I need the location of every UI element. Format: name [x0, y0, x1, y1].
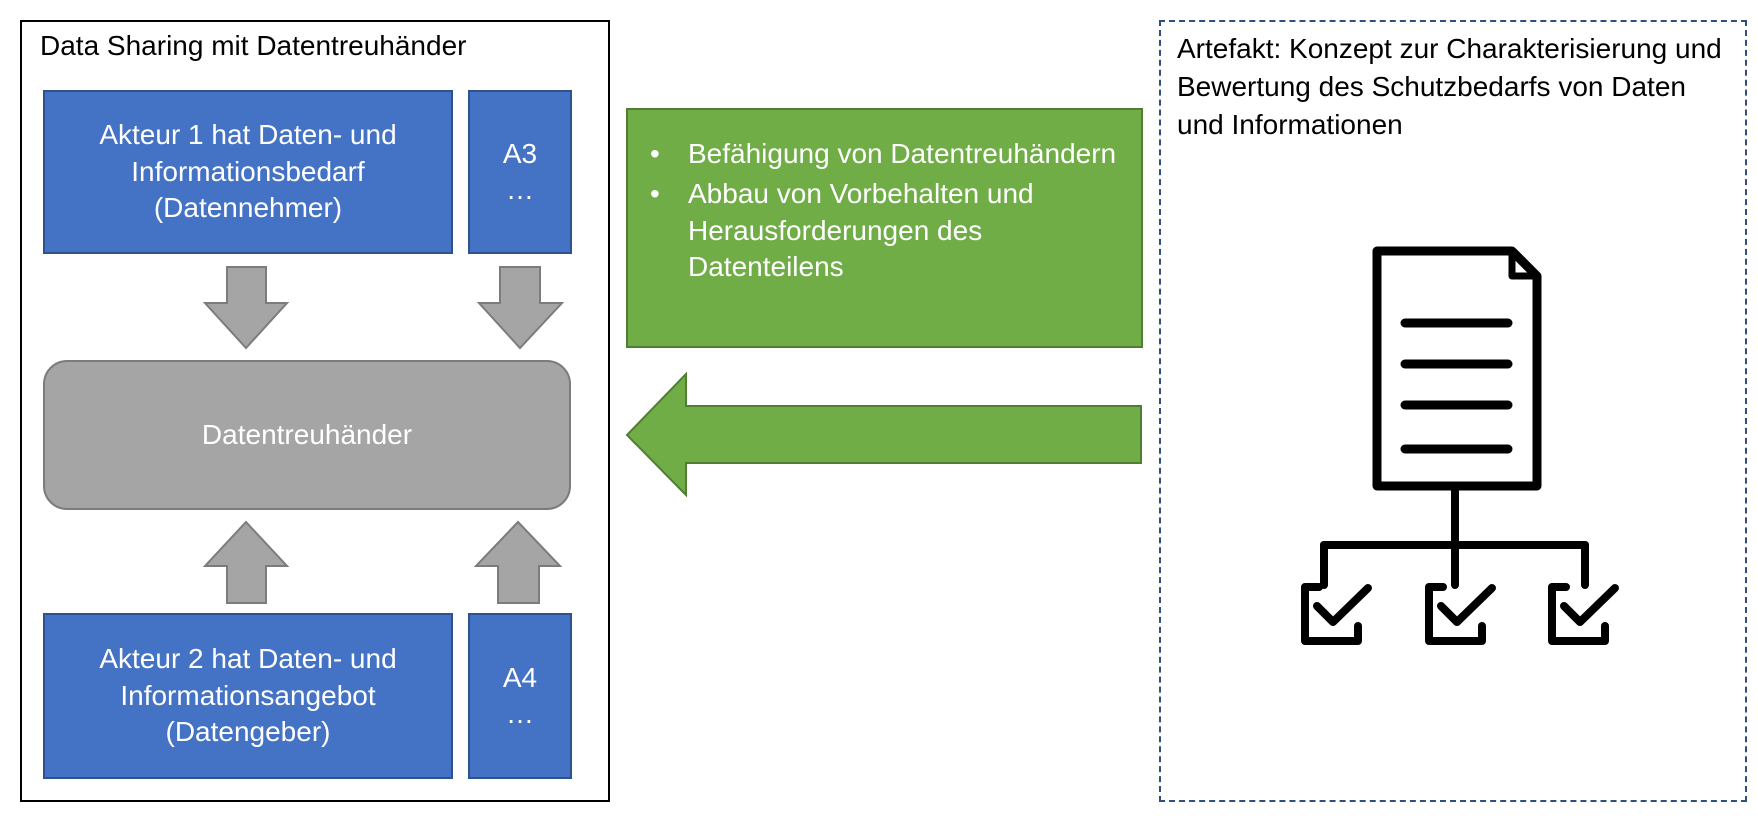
data-sharing-title: Data Sharing mit Datentreuhänder	[40, 30, 467, 61]
benefits-box: • Befähigung von Datentreuhändern • Abba…	[626, 108, 1143, 348]
arrow-up-left	[202, 520, 290, 604]
benefit-item: • Abbau von Vorbehalten und Herausforder…	[648, 176, 1121, 285]
checkbox-icon	[1548, 583, 1619, 645]
akteur-2-box: Akteur 2 hat Daten- und Informationsange…	[43, 613, 453, 779]
a4-box: A4 …	[468, 613, 572, 779]
arrow-up-right	[473, 520, 563, 604]
benefit-item: • Befähigung von Datentreuhändern	[648, 136, 1121, 172]
checkbox-icon	[1301, 583, 1372, 645]
artefakt-title: Artefakt: Konzept zur Charakterisierung …	[1177, 33, 1722, 140]
bullet: •	[650, 178, 660, 210]
akteur-1-box: Akteur 1 hat Daten- und Informationsbeda…	[43, 90, 453, 254]
a3-box: A3 …	[468, 90, 572, 254]
document-hierarchy-icon	[1320, 246, 1589, 589]
arrow-down-right	[476, 266, 565, 350]
benefits-list: • Befähigung von Datentreuhändern • Abba…	[648, 136, 1121, 286]
benefit-text: Abbau von Vorbehalten und Herausforderun…	[688, 178, 1034, 283]
benefit-text: Befähigung von Datentreuhändern	[688, 138, 1117, 169]
arrow-left-green	[625, 371, 1142, 498]
checkbox-icon	[1425, 583, 1496, 645]
arrow-down-left	[202, 266, 290, 350]
bullet: •	[650, 138, 660, 169]
datentreuhaender-label: Datentreuhänder	[201, 419, 413, 450]
datentreuhaender-box: Datentreuhänder	[43, 360, 571, 510]
